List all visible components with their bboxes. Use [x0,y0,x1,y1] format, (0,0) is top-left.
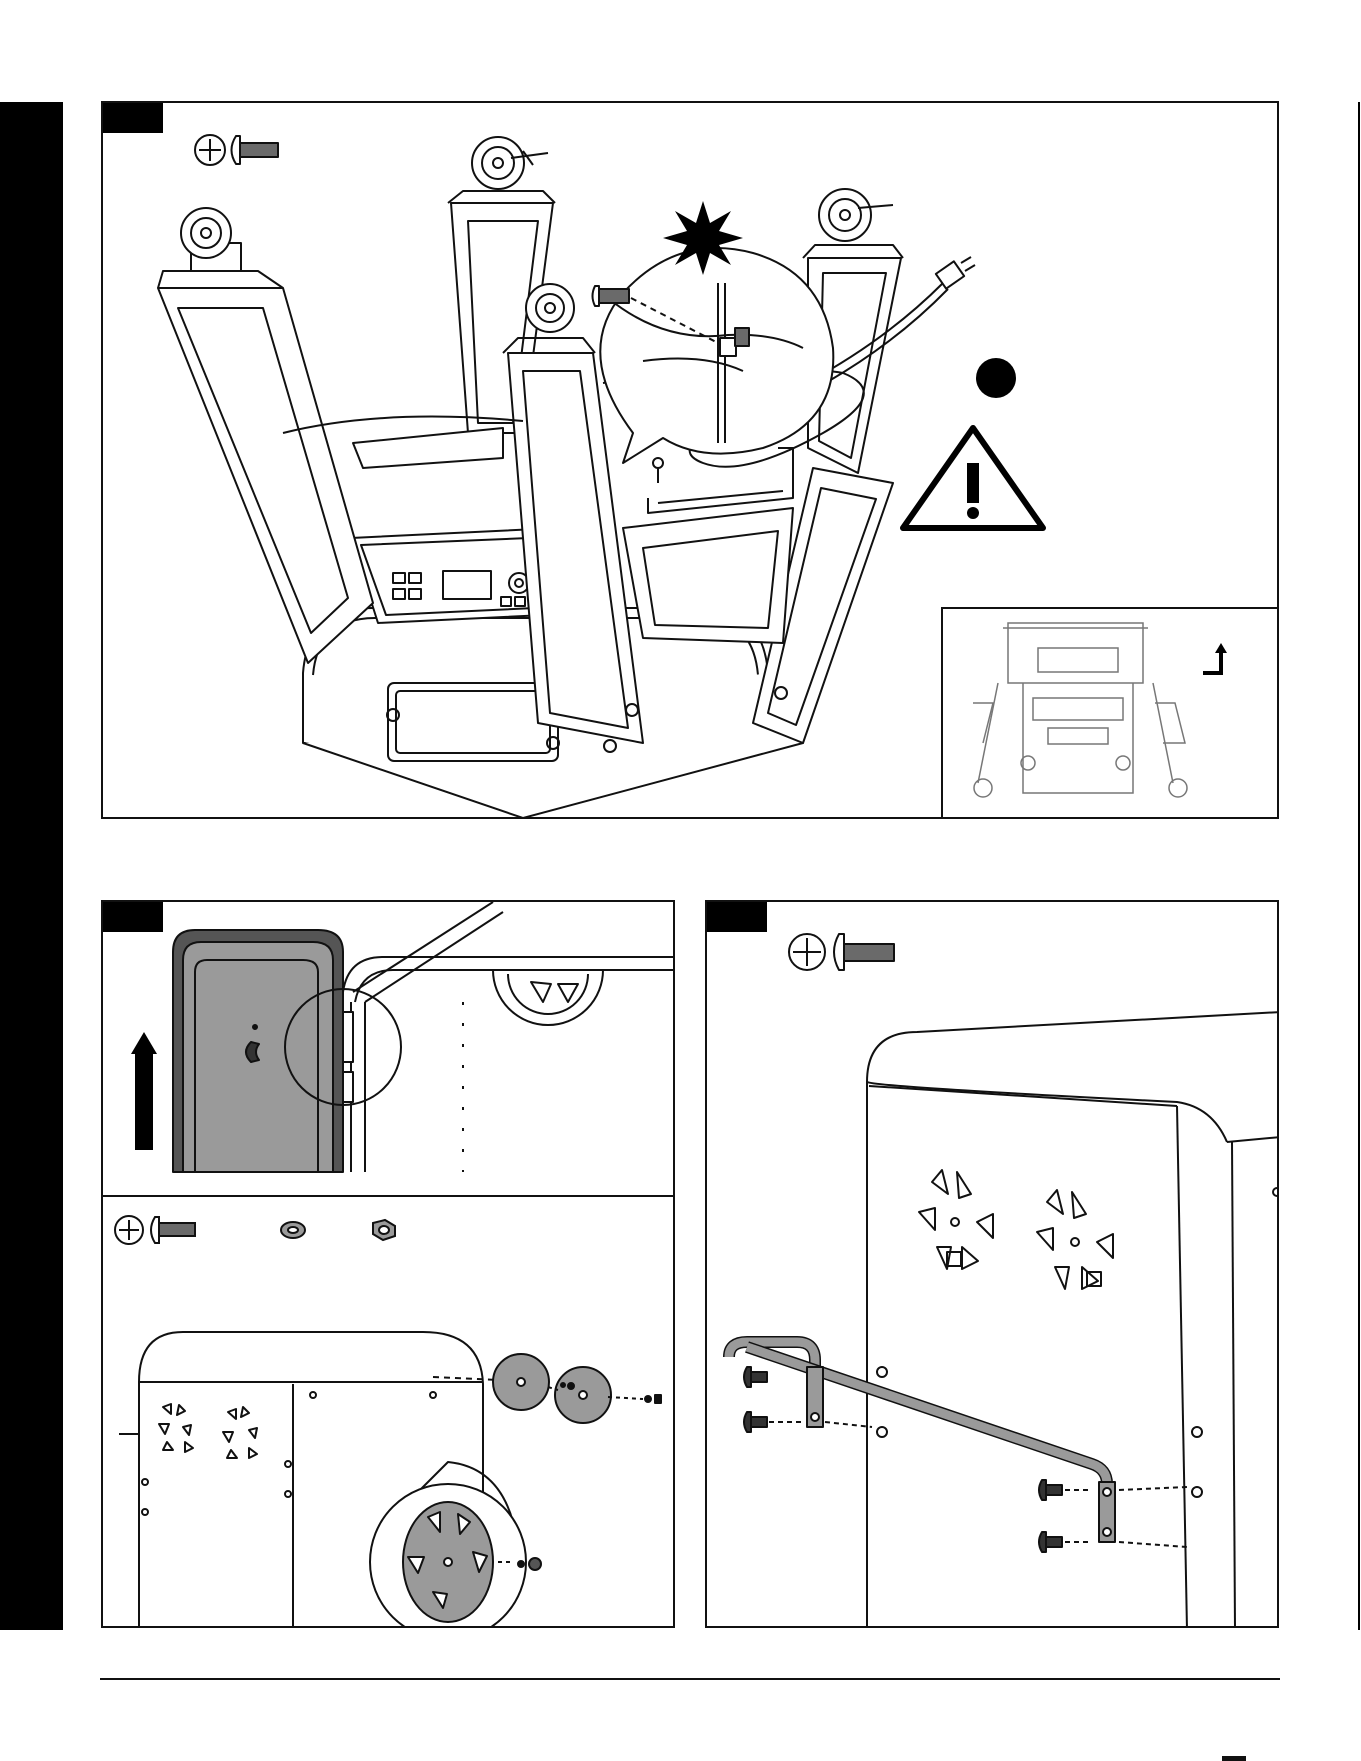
step-panel-bottom-left [101,900,675,1628]
right-margin-rule [1358,102,1360,1630]
up-arrow-icon [131,1032,157,1150]
door-and-wheel-illustration [103,902,675,1628]
bolt-icon [232,136,279,164]
side-chapter-tab [0,102,63,1630]
warning-triangle-icon [903,358,1043,528]
wheel-cover-part [433,1354,661,1423]
lock-washer-icon [281,1222,305,1238]
grill-upside-down-illustration [103,103,1279,819]
step-panel-bottom-right [705,900,1279,1628]
vent-pattern [159,1404,257,1458]
screwdriver-icon [789,934,825,970]
vent-pattern [919,1170,1113,1289]
handle-install-illustration [707,902,1279,1628]
hex-nut-icon [373,1220,395,1240]
screwdriver-icon [115,1216,143,1244]
screwdriver-icon [195,135,225,165]
footer-rule [100,1678,1280,1680]
bolt-icon [834,934,894,970]
inset-upright-view [942,608,1279,819]
step-panel-top [101,101,1279,819]
footer-page-mark [1222,1756,1246,1761]
bolt-icon [151,1217,195,1243]
handle-bar-part [729,1342,1115,1542]
